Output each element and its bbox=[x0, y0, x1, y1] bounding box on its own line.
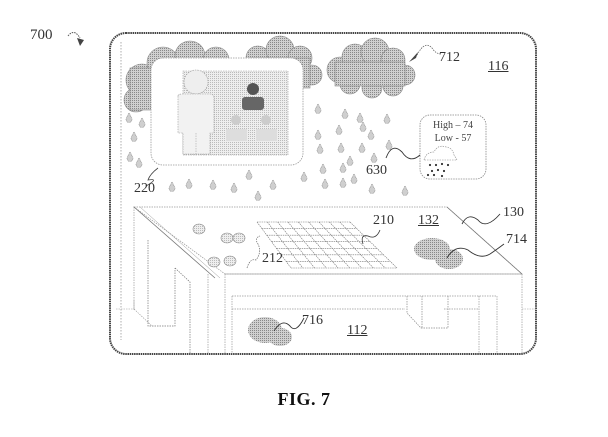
person-small-2-head bbox=[261, 115, 271, 125]
grid-line bbox=[287, 221, 327, 269]
table-ref-leader bbox=[461, 213, 501, 225]
person-remote-body bbox=[242, 97, 264, 110]
floor-puddle-ref-label: 716 bbox=[302, 313, 323, 328]
person-remote-head bbox=[247, 83, 259, 95]
video-display-ref-label: 220 bbox=[134, 181, 155, 196]
person-small-1-body bbox=[226, 129, 247, 141]
display-ref-leader bbox=[145, 167, 159, 187]
table-ref-label: 130 bbox=[503, 205, 524, 220]
weather-ref-leader bbox=[385, 147, 421, 160]
cloud-ref-label: 712 bbox=[439, 50, 460, 65]
rain-cloud-icon bbox=[423, 145, 458, 161]
person-small-1-head bbox=[231, 115, 241, 125]
figure-ref-arrow bbox=[67, 32, 81, 39]
table-apron bbox=[231, 295, 498, 354]
virtual-keyboard-grid bbox=[256, 221, 398, 269]
rain-cloud bbox=[326, 37, 416, 99]
objects-ref-label: 212 bbox=[262, 251, 283, 266]
figure-number-label: 700 bbox=[30, 27, 53, 43]
grid-ref-label: 210 bbox=[373, 213, 394, 228]
weather-low-text: Low - 57 bbox=[434, 133, 472, 144]
virtual-objects bbox=[192, 223, 246, 268]
grid-line bbox=[308, 221, 351, 269]
grid-line bbox=[349, 221, 398, 269]
figure-ref-arrowhead bbox=[77, 38, 84, 46]
environment-ref-label: 116 bbox=[488, 59, 509, 74]
table-leg-left bbox=[147, 240, 191, 354]
grid-line bbox=[256, 221, 292, 269]
cloud-ref-leader bbox=[416, 44, 442, 56]
floor-puddle-ref-leader bbox=[273, 317, 305, 332]
objects-ref-leader bbox=[246, 235, 261, 269]
floor-puddle bbox=[248, 317, 292, 346]
floor-ref-label: 112 bbox=[347, 323, 368, 338]
grid-line bbox=[277, 221, 315, 269]
weather-widget bbox=[419, 114, 487, 180]
cloud-ref-arrowhead bbox=[409, 52, 418, 62]
table-leg-right bbox=[406, 296, 449, 329]
grid-line bbox=[339, 221, 386, 269]
figure-caption: FIG. 7 bbox=[277, 389, 331, 409]
grid-line bbox=[329, 221, 374, 269]
person-small-2-body bbox=[256, 129, 277, 141]
weather-widget-ref-label: 630 bbox=[366, 163, 387, 178]
grid-line bbox=[318, 221, 362, 269]
weather-high-text: High – 74 bbox=[433, 120, 473, 131]
rain-cloud-icon-drops bbox=[426, 162, 450, 178]
person-large-body bbox=[177, 93, 215, 155]
table-puddle-ref-leader bbox=[446, 243, 505, 259]
table-surface-ref-label: 132 bbox=[418, 213, 439, 228]
grid-ref-leader bbox=[361, 229, 381, 245]
grid-line bbox=[298, 221, 339, 269]
grid-line bbox=[267, 221, 304, 269]
table-puddle bbox=[414, 238, 463, 269]
person-large-head bbox=[183, 69, 209, 95]
table-puddle-ref-label: 714 bbox=[506, 232, 527, 247]
